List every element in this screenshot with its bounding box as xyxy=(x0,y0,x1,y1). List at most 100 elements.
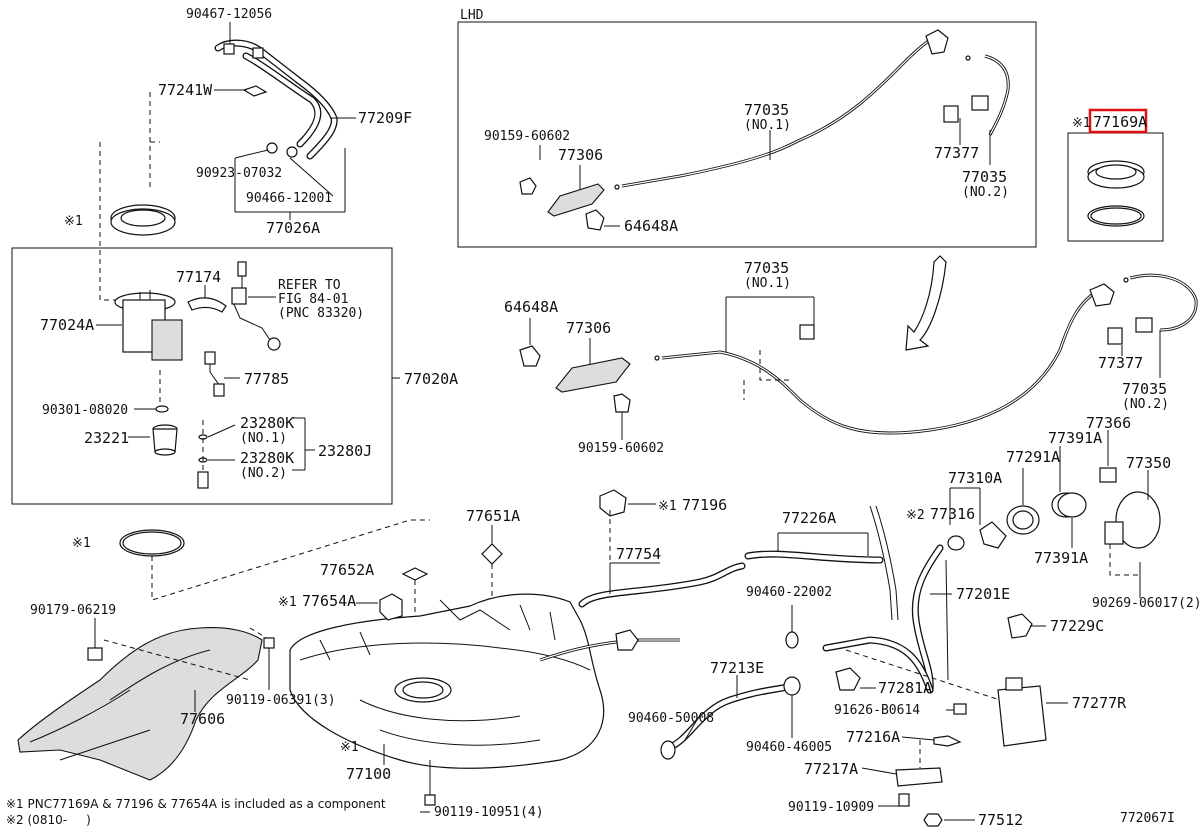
label-91626B0614: 91626-B0614 xyxy=(834,703,920,718)
bracket-77216A xyxy=(933,735,962,747)
label-77035-mid: 77035 xyxy=(744,259,789,277)
label-77169A: 77169A xyxy=(1093,113,1147,131)
label-77217A: 77217A xyxy=(804,760,858,778)
mark1-77169A: ※1 xyxy=(1072,116,1091,131)
label-77651A: 77651A xyxy=(466,507,520,525)
label-77216A: 77216A xyxy=(846,728,900,746)
label-no1-top: (NO.1) xyxy=(744,118,791,133)
label-77606: 77606 xyxy=(180,710,225,728)
gauge-wire-77785 xyxy=(204,351,225,397)
diagram-id: 772067I xyxy=(1120,811,1175,826)
refer-line3: (PNC 83320) xyxy=(278,306,364,321)
label-77306-mid: 77306 xyxy=(566,319,611,337)
label-77377-mid: 77377 xyxy=(1098,354,1143,372)
label-23280K-2: 23280K xyxy=(240,449,294,467)
label-77226A: 77226A xyxy=(782,509,836,527)
marker-77651A xyxy=(481,543,503,565)
label-9092307032: 90923-07032 xyxy=(196,166,282,181)
label-77652A: 77652A xyxy=(320,561,374,579)
mid-cable-assembly xyxy=(654,273,1198,435)
tank-protector-77606 xyxy=(17,627,263,781)
lhd-label: LHD xyxy=(460,8,484,23)
marker-77652A xyxy=(401,567,429,581)
fuel-pump-assembly xyxy=(114,290,183,361)
label-no2-a: (NO.2) xyxy=(240,466,287,481)
label-77316: 77316 xyxy=(930,505,975,523)
bolt-9011910909 xyxy=(898,793,910,807)
label-77020A: 77020A xyxy=(404,370,458,388)
label-9017906219: 90179-06219 xyxy=(30,603,116,618)
label-9046712056: 90467-12056 xyxy=(186,7,272,22)
hose-77209F xyxy=(214,39,338,160)
label-23280J: 23280J xyxy=(318,442,372,460)
label-77306-top: 77306 xyxy=(558,146,603,164)
lhd-box xyxy=(457,21,1037,248)
label-9011910909: 90119-10909 xyxy=(788,800,874,815)
refer-line2: FIG 84-01 xyxy=(278,292,348,307)
label-77229C: 77229C xyxy=(1050,617,1104,635)
label-9015960602-mid: 90159-60602 xyxy=(578,441,664,456)
label-77310A: 77310A xyxy=(948,469,1002,487)
mark1-tank: ※1 xyxy=(340,740,359,755)
mark1-ring: ※1 xyxy=(64,214,83,229)
harness-pnc83320 xyxy=(231,261,281,351)
filler-pipe-77201E xyxy=(822,505,949,694)
label-77377-top: 77377 xyxy=(934,144,979,162)
label-77654A: 77654A xyxy=(302,592,356,610)
bracket-77217A xyxy=(895,767,943,787)
label-no2-mid: (NO.2) xyxy=(1122,397,1169,412)
label-77213E: 77213E xyxy=(710,659,764,677)
label-77196: 77196 xyxy=(682,496,727,514)
canister-77277R xyxy=(997,677,1047,747)
refer-line1: REFER TO xyxy=(278,278,341,293)
grommet-9017906219 xyxy=(87,647,103,661)
label-77277R: 77277R xyxy=(1072,694,1127,712)
highlight-77169A xyxy=(1088,108,1148,134)
label-9046046005: 90460-46005 xyxy=(746,740,832,755)
label-9011906391: 90119-06391(3) xyxy=(226,693,336,708)
label-77035-mid2: 77035 xyxy=(1122,380,1167,398)
hose-77754 xyxy=(578,562,746,608)
nut-77512 xyxy=(923,813,943,827)
label-no1-a: (NO.1) xyxy=(240,431,287,446)
label-9026906017: 90269-06017(2) xyxy=(1092,596,1200,611)
label-77512: 77512 xyxy=(978,811,1023,828)
label-77291A: 77291A xyxy=(1006,448,1060,466)
filler-parts xyxy=(947,467,1161,551)
label-77281A: 77281A xyxy=(878,679,932,697)
label-9015960602-top: 90159-60602 xyxy=(484,129,570,144)
lhd-cable-assembly xyxy=(614,29,1010,190)
label-77366: 77366 xyxy=(1086,414,1131,432)
ring-kit-77169A xyxy=(1087,160,1145,227)
lhd-lever-77306 xyxy=(519,177,605,231)
label-no1-mid: (NO.1) xyxy=(744,276,791,291)
clip-77654A xyxy=(379,593,403,621)
label-77035-top: 77035 xyxy=(744,101,789,119)
label-no2-top: (NO.2) xyxy=(962,185,1009,200)
label-64648A-top: 64648A xyxy=(624,217,678,235)
hose-77226A xyxy=(744,550,884,564)
footnote-2: ※2 (0810- ) xyxy=(6,813,91,827)
label-77241W: 77241W xyxy=(158,81,213,99)
direction-arrow-icon xyxy=(905,255,947,351)
label-77391A-bot: 77391A xyxy=(1034,549,1088,567)
bracket-77174 xyxy=(187,297,227,313)
label-23221: 23221 xyxy=(84,429,129,447)
footnote-1: ※1 PNC77169A & 77196 & 77654A is include… xyxy=(6,797,386,811)
label-77024A: 77024A xyxy=(40,316,94,334)
label-64648A-mid: 64648A xyxy=(504,298,558,316)
label-77201E: 77201E xyxy=(956,585,1010,603)
label-9030108020: 90301-08020 xyxy=(42,403,128,418)
hose-77213E xyxy=(660,676,801,760)
label-77391A-top: 77391A xyxy=(1048,429,1102,447)
mark2-77316: ※2 xyxy=(906,508,925,523)
fuel-tank-77100 xyxy=(289,593,605,769)
label-9046022002: 90460-22002 xyxy=(746,585,832,600)
mark1-77654A: ※1 xyxy=(278,595,297,610)
filter-23221 xyxy=(152,424,178,456)
label-77100: 77100 xyxy=(346,765,391,783)
bolt-91626B0614 xyxy=(953,703,967,715)
part-labels: 90467-12056 77241W 77209F 90923-07032 90… xyxy=(30,7,1200,828)
mark1-o-ring: ※1 xyxy=(72,536,91,551)
